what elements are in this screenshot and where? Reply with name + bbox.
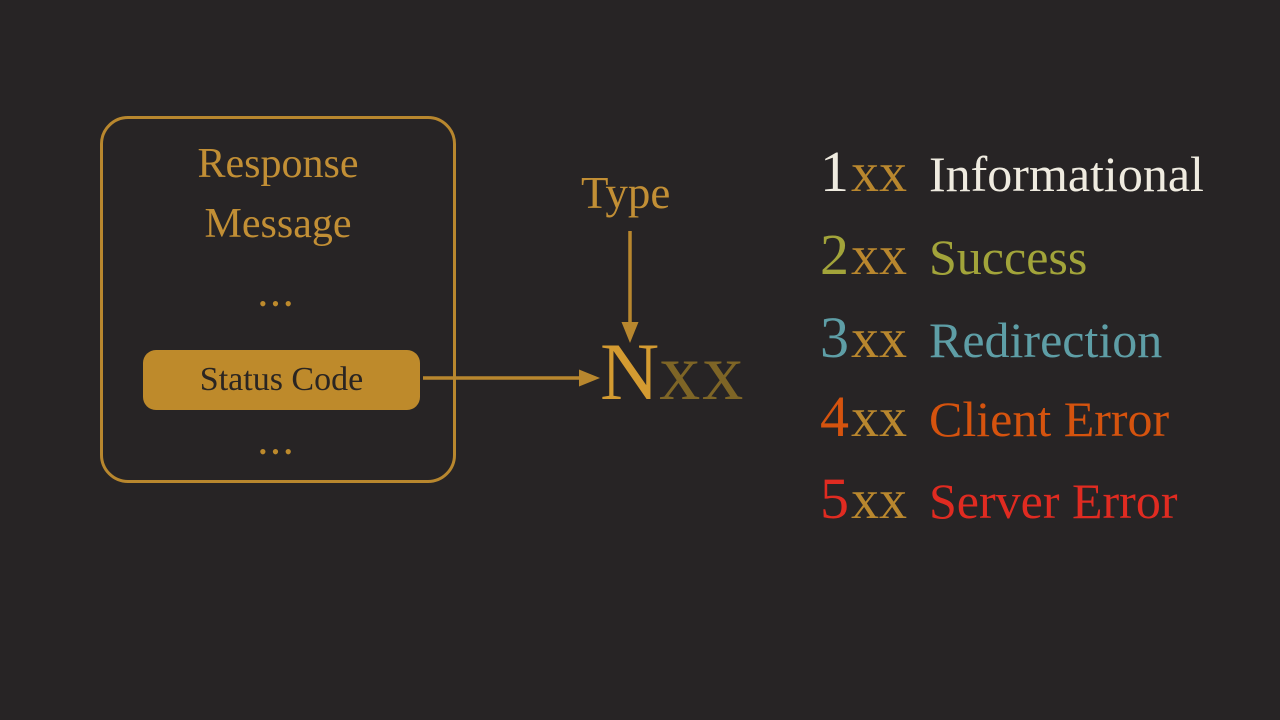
status-class-label: Informational [929,146,1204,202]
legend-row-3xx: 3 xx Redirection [820,305,1163,370]
status-class-digit: 3 [820,305,849,370]
status-class-xx: xx [851,142,907,204]
status-code-pill: Status Code [143,350,420,410]
box-title-line1: Response [197,141,359,187]
status-class-label: Client Error [929,391,1170,447]
status-class-xx: xx [851,469,907,531]
legend-row-1xx: 1 xx Informational [820,139,1204,204]
status-class-xx: xx [851,308,907,370]
nxx-prefix: N [600,326,660,417]
status-class-digit: 1 [820,139,849,204]
legend-row-5xx: 5 xx Server Error [820,466,1178,531]
status-class-label: Redirection [929,312,1163,368]
status-class-digit: 2 [820,222,849,287]
legend-row-4xx: 4 xx Client Error [820,384,1170,449]
nxx-suffix: xx [659,326,746,417]
status-class-xx: xx [851,225,907,287]
legend-row-2xx: 2 xx Success [820,222,1088,287]
box-title-line2: Message [204,201,352,247]
status-class-xx: xx [851,387,907,449]
status-code-pill-label: Status Code [199,361,364,398]
ellipsis-top-dots: ••• [258,291,298,316]
status-class-digit: 4 [820,384,849,449]
nxx-code: Nxx [600,331,745,413]
status-class-label: Success [929,229,1088,285]
status-class-label: Server Error [929,473,1178,529]
status-class-digit: 5 [820,466,849,531]
ellipsis-bottom-dots: ••• [258,439,298,464]
type-label: Type [581,168,671,218]
response-message-box: Response Message ••• Status Code ••• [100,116,456,483]
